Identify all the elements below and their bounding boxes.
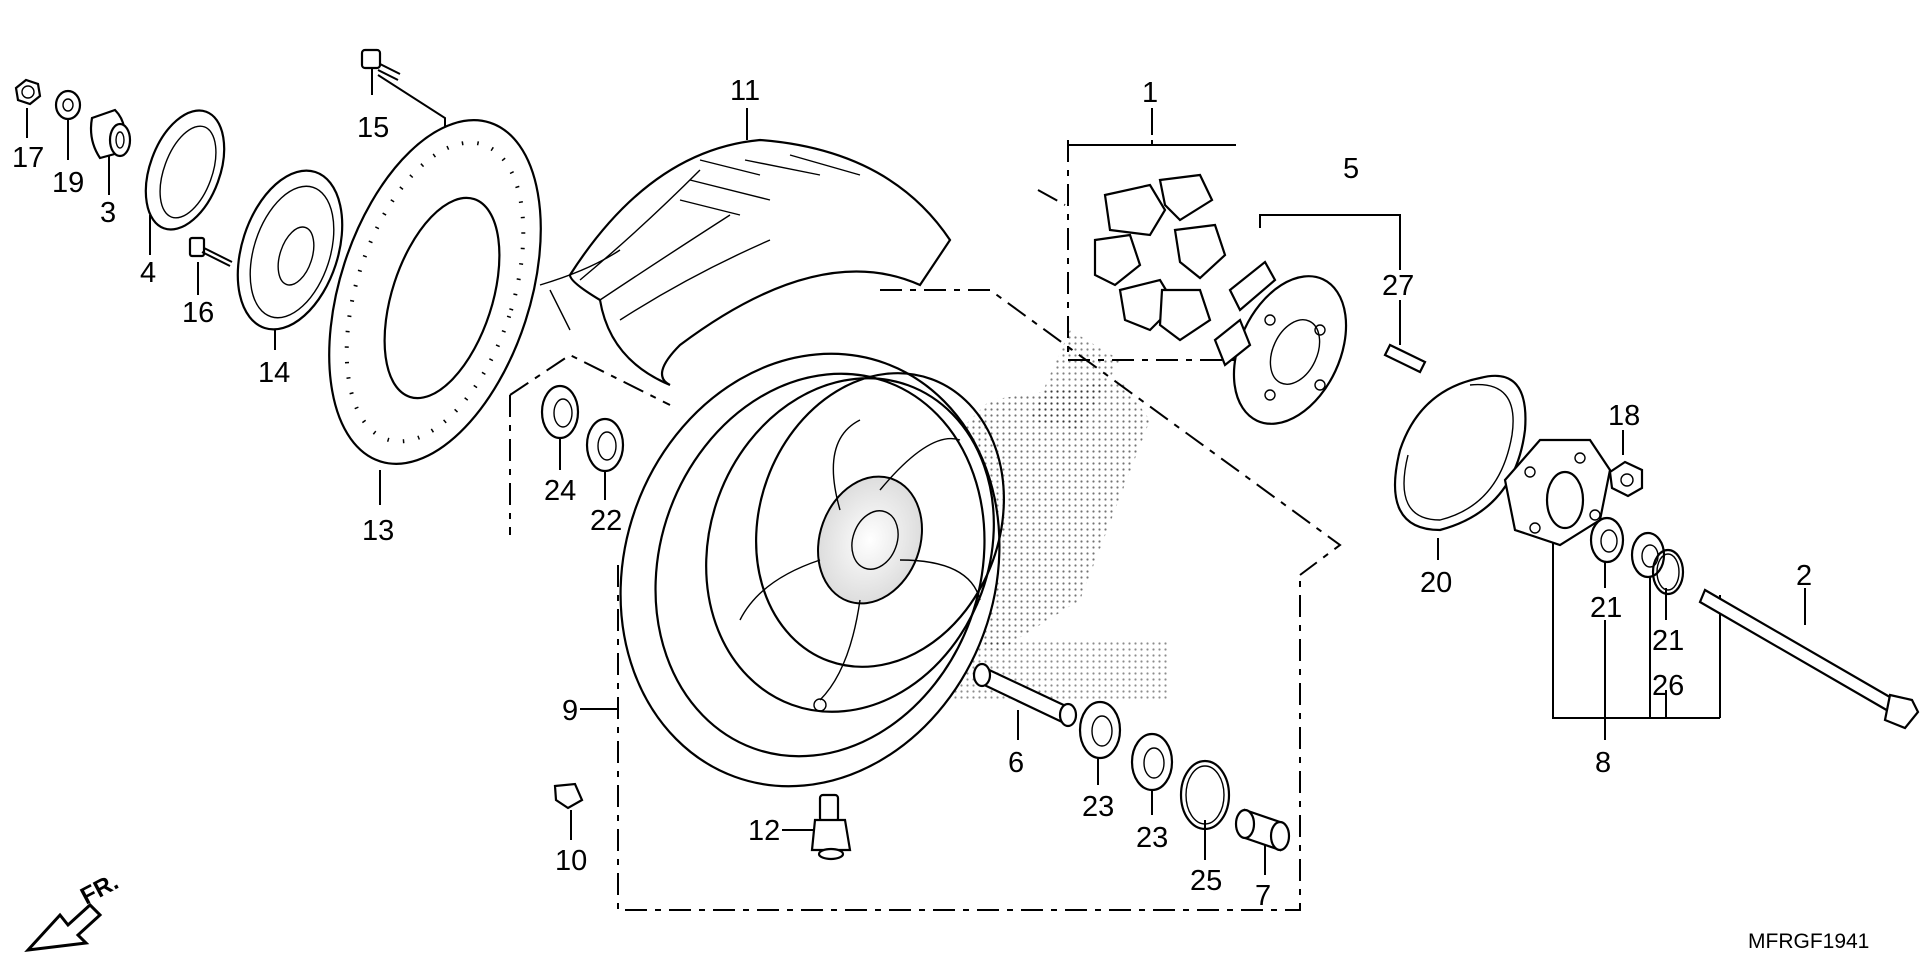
part-4-ring — [144, 109, 226, 231]
part-15-bolt — [360, 48, 401, 81]
part-5-driven-flange — [1213, 260, 1348, 425]
part-6-spacer — [972, 662, 1078, 728]
callout-27: 27 — [1382, 270, 1414, 302]
callout-14: 14 — [258, 357, 290, 389]
part-9-wheel — [619, 352, 1005, 788]
part-13-brake-disc — [328, 119, 542, 465]
part-21-bearing-a — [1589, 516, 1625, 564]
part-25-o-ring — [1179, 759, 1231, 831]
callout-10: 10 — [555, 845, 587, 877]
svg-text:FR.: FR. — [76, 868, 123, 910]
callout-19: 19 — [52, 167, 84, 199]
callout-21a: 21 — [1590, 592, 1622, 624]
diagram-code: MFRGF1941 — [1748, 930, 1869, 953]
callout-11: 11 — [730, 75, 760, 107]
callout-labels: 17 19 3 4 16 14 15 13 24 22 11 9 10 12 6… — [12, 75, 1812, 912]
part-14-pulser-ring — [236, 169, 344, 331]
part-26-o-ring — [1651, 548, 1685, 596]
part-18-nut — [1608, 460, 1644, 498]
callout-20: 20 — [1420, 567, 1452, 599]
part-1-damper-rubbers — [1093, 173, 1227, 342]
part-23-bearing-a — [1078, 700, 1122, 760]
callout-21b: 21 — [1652, 625, 1684, 657]
callout-1: 1 — [1142, 77, 1158, 109]
callout-9: 9 — [562, 695, 578, 727]
callout-24: 24 — [544, 475, 576, 507]
part-3-collar — [89, 108, 132, 160]
part-17-nut — [14, 78, 42, 106]
callout-26: 26 — [1652, 670, 1684, 702]
callout-22: 22 — [590, 505, 622, 537]
callout-23b: 23 — [1136, 822, 1168, 854]
part-22-bearing — [585, 417, 625, 473]
group-leaders — [509, 140, 1342, 911]
callout-2: 2 — [1796, 560, 1812, 592]
callout-23a: 23 — [1082, 791, 1114, 823]
callout-13: 13 — [362, 515, 394, 547]
callout-4: 4 — [140, 257, 156, 289]
callout-15: 15 — [357, 112, 389, 144]
leader-lines — [26, 58, 1806, 875]
part-19-washer — [54, 89, 82, 121]
part-11-tire — [539, 138, 952, 387]
callout-6: 6 — [1008, 747, 1024, 779]
callout-18: 18 — [1608, 400, 1640, 432]
part-23-bearing-b — [1130, 732, 1174, 792]
part-24-bearing — [540, 384, 580, 440]
part-8-final-flange — [1503, 438, 1612, 547]
part-27-stud — [1383, 343, 1427, 374]
front-direction-arrow: FR. — [24, 868, 123, 952]
callout-25: 25 — [1190, 865, 1222, 897]
part-12-valve — [810, 793, 852, 861]
callout-8: 8 — [1595, 747, 1611, 779]
part-20-circlip — [1393, 374, 1527, 532]
callout-17: 17 — [12, 142, 44, 174]
callout-5: 5 — [1343, 153, 1359, 185]
part-7-collar — [1234, 808, 1291, 852]
callout-7: 7 — [1255, 880, 1271, 912]
part-2-axle — [1698, 588, 1920, 730]
callout-16: 16 — [182, 297, 214, 329]
callout-3: 3 — [100, 197, 116, 229]
part-16-bolt — [188, 236, 233, 267]
callout-12: 12 — [748, 815, 780, 847]
part-10-balance-weight — [553, 782, 584, 810]
